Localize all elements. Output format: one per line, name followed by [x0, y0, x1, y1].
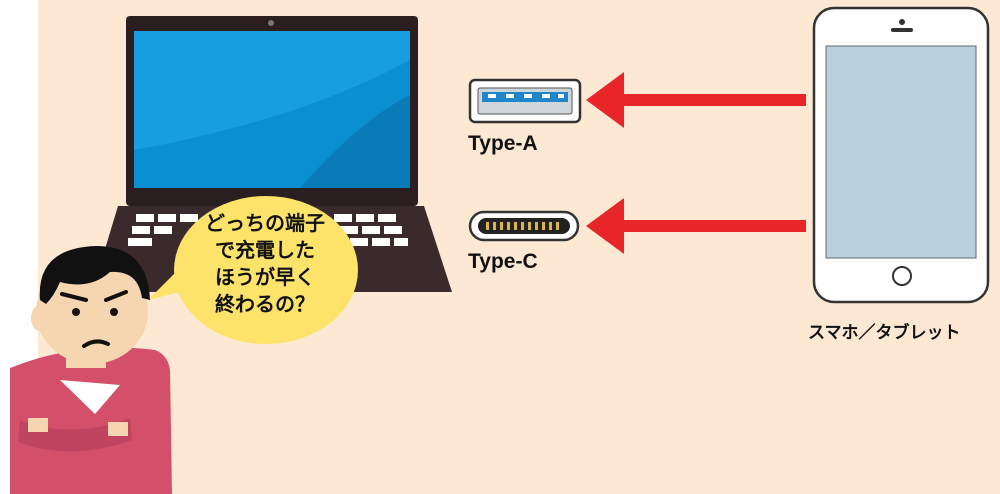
smartphone-icon [812, 6, 990, 304]
speech-bubble [148, 196, 358, 344]
speech-line: ほうが早く [215, 265, 315, 289]
speech-bubble-text: どっちの端子 で充電した ほうが早く 終わるの？ [180, 210, 350, 318]
arrow-to-type-a [586, 72, 806, 128]
usb-type-a-port-icon [468, 78, 582, 124]
phone-tablet-label: スマホ／タブレット [808, 323, 961, 343]
usb-type-c-port-icon [468, 210, 580, 242]
speech-line: どっちの端子 [205, 211, 325, 235]
type-a-label: Type-A [468, 132, 538, 155]
type-c-label: Type-C [468, 250, 538, 273]
speech-line: で充電した [215, 238, 315, 262]
arrow-to-type-c [586, 198, 806, 254]
confused-person-icon [10, 246, 172, 494]
laptop-icon [92, 16, 452, 292]
speech-line: 終わるの？ [215, 292, 315, 316]
